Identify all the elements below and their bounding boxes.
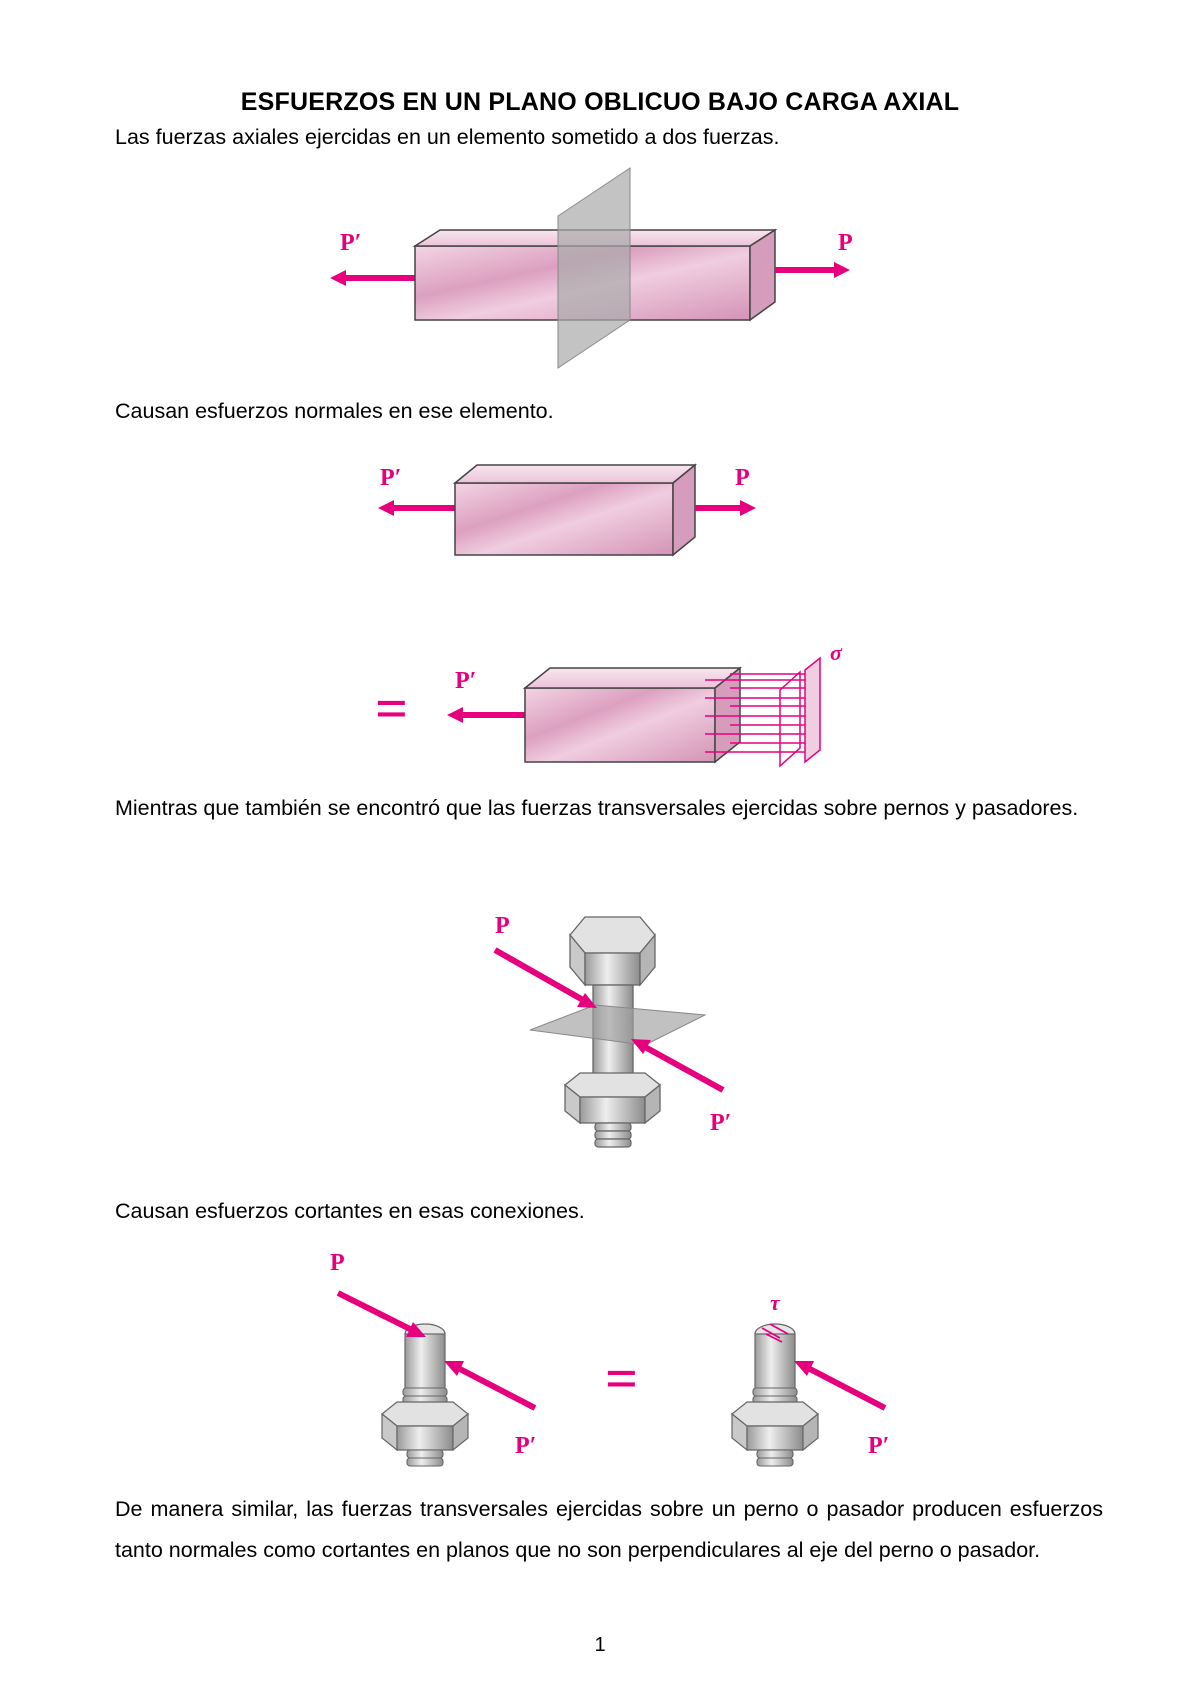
- figure-bar-normal-stress: P′ P: [378, 463, 756, 557]
- paragraph-axial-forces: Las fuerzas axiales ejercidas en un elem…: [115, 125, 780, 149]
- label-p-prime: P′: [868, 1433, 889, 1459]
- label-p: P: [735, 465, 750, 491]
- force-arrow-p: [493, 947, 597, 1008]
- right-force-arrow: [775, 262, 850, 278]
- label-p: P: [495, 913, 510, 939]
- left-force-arrow: [378, 500, 455, 516]
- stress-arrows: [705, 673, 805, 753]
- left-force-arrow: [447, 707, 525, 723]
- right-force-arrow: [695, 500, 756, 516]
- force-arrow-p-prime: [631, 1039, 725, 1093]
- label-p-prime: P′: [455, 668, 476, 694]
- label-p-prime: P′: [380, 465, 401, 491]
- figure-bar-with-plane: P′ P: [330, 167, 853, 369]
- shear-plane: [529, 1004, 707, 1046]
- paragraph-oblique-planes: De manera similar, las fuerzas transvers…: [115, 1497, 1103, 1562]
- equals-sign: =: [605, 1346, 638, 1411]
- left-bolt: [381, 1323, 469, 1467]
- figure-bolt-with-plane: P P′: [493, 913, 731, 1148]
- page-title: ESFUERZOS EN UN PLANO OBLICUO BAJO CARGA…: [240, 88, 960, 116]
- figure-bolt-shear: P P′ = τ P′: [330, 1250, 889, 1467]
- label-p-prime: P′: [340, 230, 361, 256]
- label-p-prime: P′: [710, 1110, 731, 1136]
- paragraph-normal-stresses: Causan esfuerzos normales en ese element…: [115, 399, 554, 423]
- page-number: 1: [594, 1634, 606, 1656]
- label-p-prime: P′: [515, 1433, 536, 1459]
- equals-sign: =: [375, 676, 408, 741]
- force-arrow-p: [336, 1290, 426, 1337]
- label-sigma: σ: [830, 640, 843, 665]
- label-tau: τ: [770, 1290, 781, 1315]
- label-p: P: [330, 1250, 345, 1276]
- force-arrow-p-prime: [444, 1361, 537, 1411]
- figure-bar-sigma-distribution: = σ P′: [375, 640, 843, 768]
- paragraph-transverse-forces: Mientras que también se encontró que las…: [115, 796, 1079, 820]
- left-force-arrow: [330, 270, 415, 286]
- paragraph-shear-stresses: Causan esfuerzos cortantes en esas conex…: [115, 1199, 585, 1223]
- label-p: P: [838, 230, 853, 256]
- right-bolt: [731, 1323, 819, 1467]
- shear-stress-arrows: [761, 1323, 789, 1343]
- section-plane: [557, 167, 631, 369]
- force-arrow-p-prime: [794, 1361, 887, 1411]
